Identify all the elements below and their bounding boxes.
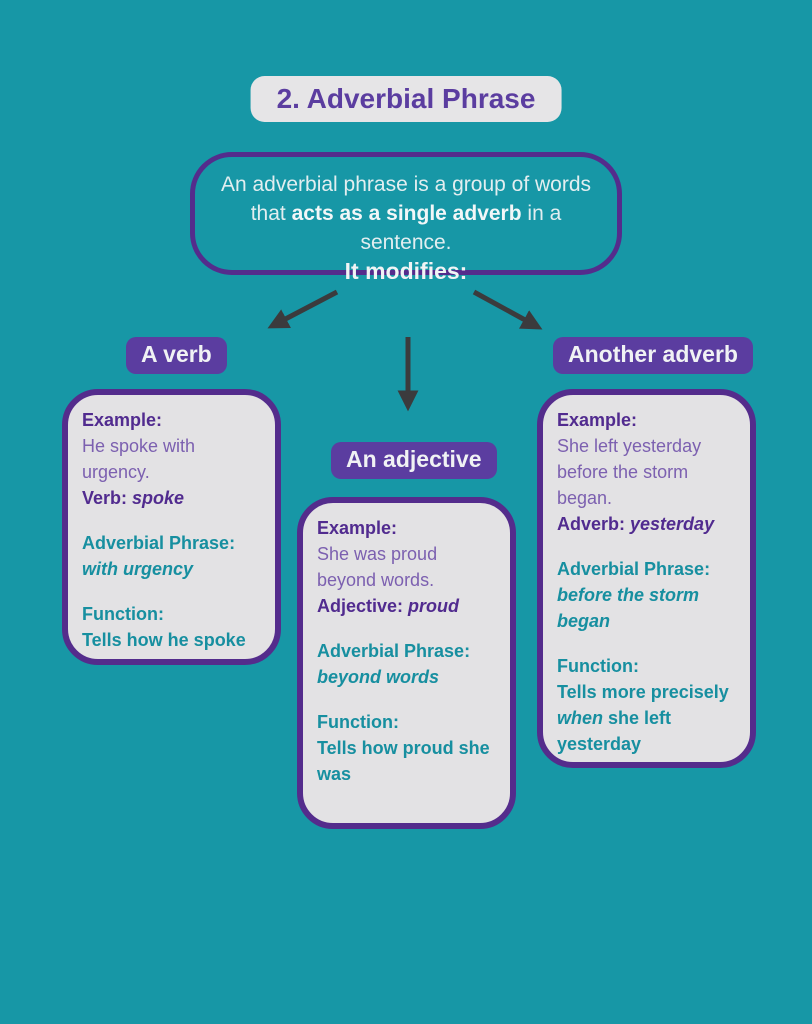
example-text: She left yesterday before the storm bega…	[557, 436, 702, 508]
word-value: spoke	[132, 488, 185, 508]
phrase-value: beyond words	[317, 667, 440, 687]
card-adjective: Example: She was proud beyond words. Adj…	[297, 497, 516, 829]
example-label: Example:	[557, 410, 638, 430]
phrase-value: with urgency	[82, 559, 194, 579]
definition-box: An adverbial phrase is a group of words …	[190, 152, 622, 275]
word-label: Adverb:	[557, 514, 631, 534]
phrase-label: Adverbial Phrase:	[557, 559, 711, 579]
example-label: Example:	[317, 518, 398, 538]
spacer	[557, 537, 736, 556]
example-label: Example:	[82, 410, 163, 430]
function-label: Function:	[557, 656, 639, 676]
phrase-value: before the storm began	[557, 585, 700, 631]
example-text: He spoke with urgency.	[82, 436, 196, 482]
definition-line1: An adverbial phrase is a group of words	[220, 173, 592, 196]
down-left-arrow-icon	[267, 289, 339, 329]
function-label: Function:	[82, 604, 164, 624]
badge-an-adjective: An adjective	[331, 442, 497, 479]
modifies-label: It modifies:	[344, 258, 468, 284]
function-text: Tells how proud she was	[317, 738, 490, 784]
badge-a-verb: A verb	[126, 337, 227, 374]
function-text: Tells more precisely when she left yeste…	[557, 682, 729, 754]
word-label: Verb:	[82, 488, 133, 508]
spacer	[82, 511, 261, 530]
page-title: 2. Adverbial Phrase	[250, 76, 562, 122]
definition-bold-phrase: acts as a single adverb	[291, 202, 522, 225]
example-text: She was proud beyond words.	[317, 544, 438, 590]
function-label: Function:	[317, 712, 399, 732]
spacer	[557, 634, 736, 653]
definition-line2: that acts as a single adverb in a senten…	[250, 202, 562, 254]
spacer	[82, 582, 261, 601]
word-value: proud	[408, 596, 460, 616]
word-line: Verb: spoke	[82, 485, 261, 511]
card-adverb: Example: She left yesterday before the s…	[537, 389, 756, 768]
phrase-label: Adverbial Phrase:	[317, 641, 471, 661]
badge-another-adverb: Another adverb	[553, 337, 753, 374]
word-label: Adjective:	[317, 596, 409, 616]
spacer	[317, 619, 496, 638]
word-line: Adverb: yesterday	[557, 511, 736, 537]
word-line: Adjective: proud	[317, 593, 496, 619]
phrase-label: Adverbial Phrase:	[82, 533, 236, 553]
function-text: Tells how he spoke	[82, 630, 246, 650]
down-right-arrow-icon	[472, 289, 543, 330]
spacer	[317, 690, 496, 709]
word-value: yesterday	[630, 514, 715, 534]
card-verb: Example: He spoke with urgency. Verb: sp…	[62, 389, 281, 665]
